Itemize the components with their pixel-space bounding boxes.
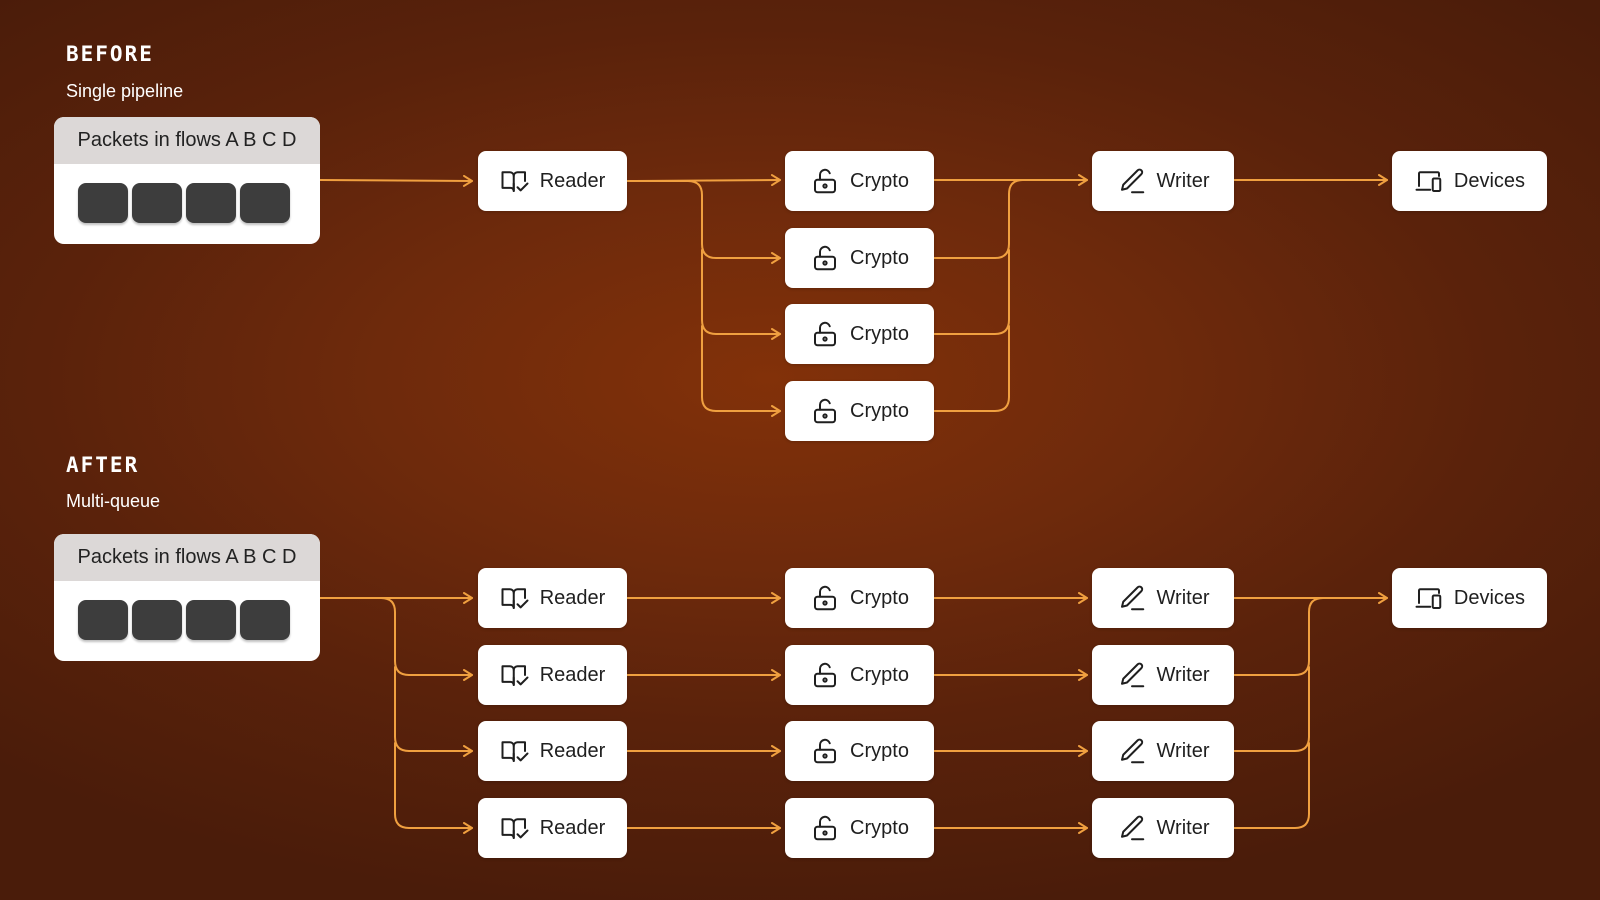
before-crypto-4-to-writer: [933, 325, 1010, 412]
before-crypto-2-to-writer: [933, 179, 1024, 259]
after-crypto-node-4: Crypto: [785, 798, 934, 858]
devices-icon: [1414, 166, 1444, 196]
after-packets-to-reader-4: [394, 742, 473, 834]
after-title: AFTER: [66, 453, 140, 477]
after-writer-node-2: Writer: [1092, 645, 1234, 705]
crypto-label: Crypto: [850, 586, 909, 609]
packet: [240, 600, 290, 640]
crypto-label: Crypto: [850, 169, 909, 192]
after-reader-node-3: Reader: [478, 721, 627, 781]
packet: [240, 183, 290, 223]
book-check-icon: [500, 736, 530, 766]
after-devices-node: Devices: [1392, 568, 1547, 628]
crypto-label: Crypto: [850, 322, 909, 345]
before-crypto-node-4: Crypto: [785, 381, 934, 441]
crypto-label: Crypto: [850, 399, 909, 422]
crypto-label: Crypto: [850, 663, 909, 686]
before-packets-box: Packets in flows A B C D: [54, 117, 320, 244]
packet: [132, 600, 182, 640]
crypto-label: Crypto: [850, 246, 909, 269]
after-packets-label: Packets in flows A B C D: [54, 534, 320, 581]
reader-label: Reader: [539, 739, 606, 762]
after-packets-to-reader-3: [394, 666, 473, 757]
pencil-icon: [1117, 660, 1147, 690]
unlock-icon: [810, 319, 840, 349]
after-packets-box: Packets in flows A B C D: [54, 534, 320, 661]
after-packets-to-reader-2: [319, 597, 473, 681]
pencil-icon: [1117, 166, 1147, 196]
crypto-label: Crypto: [850, 816, 909, 839]
before-devices-label: Devices: [1453, 169, 1526, 192]
unlock-icon: [810, 396, 840, 426]
writer-label: Writer: [1156, 586, 1210, 609]
before-crypto-node-1: Crypto: [785, 151, 934, 211]
before-reader-node: Reader: [478, 151, 627, 211]
writer-label: Writer: [1156, 739, 1210, 762]
before-crypto-node-2: Crypto: [785, 228, 934, 288]
before-packets-to-reader: [319, 174, 473, 187]
packet: [186, 600, 236, 640]
before-crypto-3-to-writer: [933, 249, 1010, 335]
book-check-icon: [500, 166, 530, 196]
before-reader-to-crypto-4: [701, 325, 781, 417]
after-writer-4-to-devices: [1233, 742, 1310, 829]
after-reader-node-2: Reader: [478, 645, 627, 705]
packet: [78, 600, 128, 640]
after-crypto-node-2: Crypto: [785, 645, 934, 705]
pencil-icon: [1117, 736, 1147, 766]
reader-label: Reader: [539, 663, 606, 686]
after-writer-node-4: Writer: [1092, 798, 1234, 858]
after-writer-node-1: Writer: [1092, 568, 1234, 628]
before-subtitle: Single pipeline: [66, 81, 184, 101]
unlock-icon: [810, 660, 840, 690]
pencil-icon: [1117, 813, 1147, 843]
after-crypto-node-1: Crypto: [785, 568, 934, 628]
reader-label: Reader: [539, 816, 606, 839]
after-writer-3-to-devices: [1233, 666, 1310, 752]
after-reader-node-1: Reader: [478, 568, 627, 628]
before-writer-label: Writer: [1156, 169, 1210, 192]
reader-label: Reader: [539, 586, 606, 609]
unlock-icon: [810, 166, 840, 196]
after-writer-2-to-devices: [1233, 597, 1324, 676]
before-reader-to-crypto-2: [626, 180, 781, 264]
before-devices-node: Devices: [1392, 151, 1547, 211]
writer-label: Writer: [1156, 663, 1210, 686]
after-subtitle: Multi-queue: [66, 491, 161, 511]
before-packet-row: [78, 183, 290, 223]
unlock-icon: [810, 243, 840, 273]
after-devices-label: Devices: [1453, 586, 1526, 609]
writer-label: Writer: [1156, 816, 1210, 839]
packet: [186, 183, 236, 223]
book-check-icon: [500, 660, 530, 690]
before-reader-to-crypto-3: [701, 249, 781, 340]
unlock-icon: [810, 813, 840, 843]
book-check-icon: [500, 583, 530, 613]
before-reader-label: Reader: [539, 169, 606, 192]
packet: [78, 183, 128, 223]
after-reader-node-4: Reader: [478, 798, 627, 858]
after-writer-node-3: Writer: [1092, 721, 1234, 781]
unlock-icon: [810, 736, 840, 766]
after-packet-row: [78, 600, 290, 640]
packet: [132, 183, 182, 223]
pencil-icon: [1117, 583, 1147, 613]
before-crypto-node-3: Crypto: [785, 304, 934, 364]
devices-icon: [1414, 583, 1444, 613]
book-check-icon: [500, 813, 530, 843]
before-title: BEFORE: [66, 42, 154, 66]
crypto-label: Crypto: [850, 739, 909, 762]
before-writer-node: Writer: [1092, 151, 1234, 211]
before-packets-label: Packets in flows A B C D: [54, 117, 320, 164]
after-crypto-node-3: Crypto: [785, 721, 934, 781]
unlock-icon: [810, 583, 840, 613]
